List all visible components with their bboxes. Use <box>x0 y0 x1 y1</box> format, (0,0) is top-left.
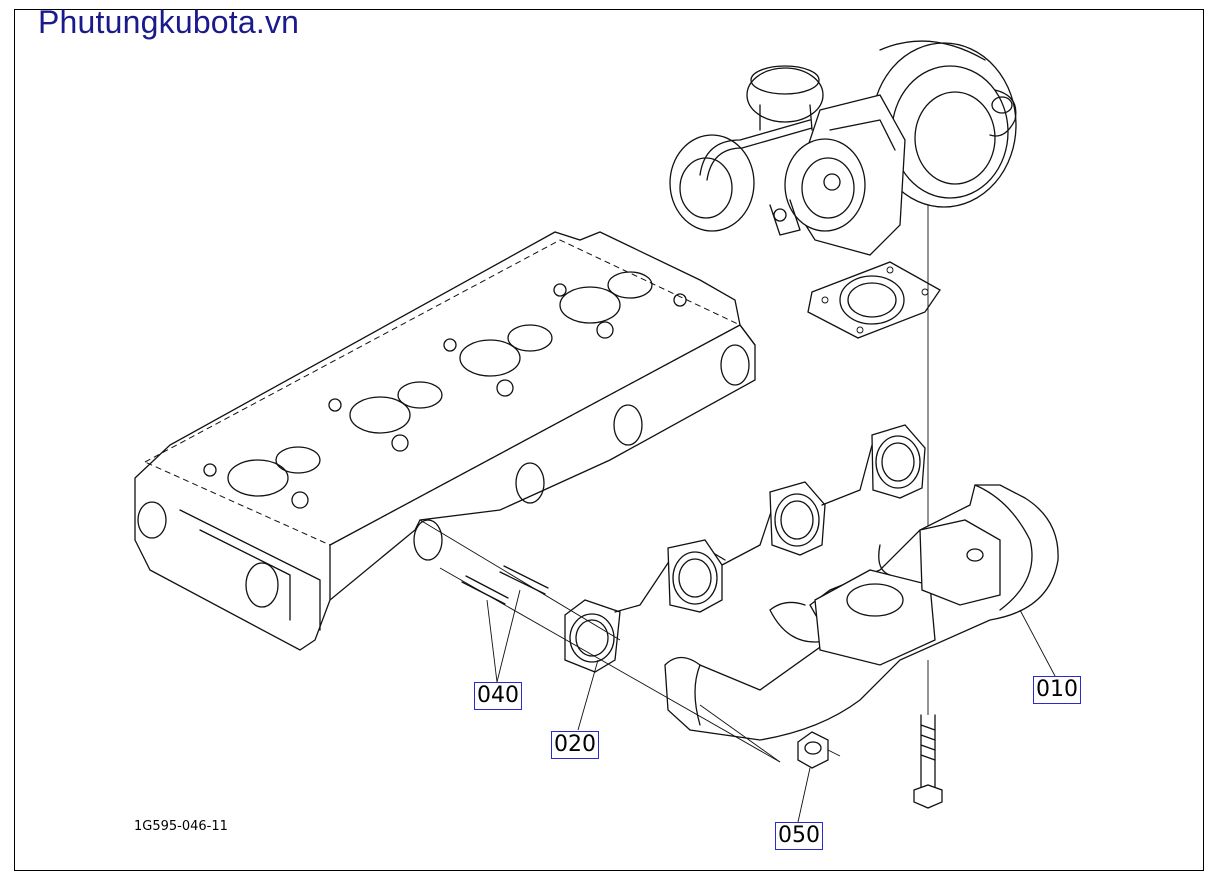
callout-010[interactable]: 010 <box>1033 676 1081 704</box>
exhaust-gasket <box>564 424 926 673</box>
exhaust-manifold <box>664 484 1059 741</box>
callout-040[interactable]: 040 <box>474 682 522 710</box>
studs <box>419 519 781 763</box>
diagram-frame <box>14 9 1204 871</box>
turbo-gasket <box>807 261 941 339</box>
watermark: Phutungkubota.vn <box>38 4 300 40</box>
leader-lines <box>486 589 1056 823</box>
callout-020[interactable]: 020 <box>551 731 599 759</box>
drawing-number: 1G595-046-11 <box>134 819 228 834</box>
callout-050[interactable]: 050 <box>775 822 823 850</box>
nut <box>797 731 841 769</box>
bolt <box>913 660 943 809</box>
turbocharger <box>669 40 1017 256</box>
cylinder-head <box>134 231 756 651</box>
